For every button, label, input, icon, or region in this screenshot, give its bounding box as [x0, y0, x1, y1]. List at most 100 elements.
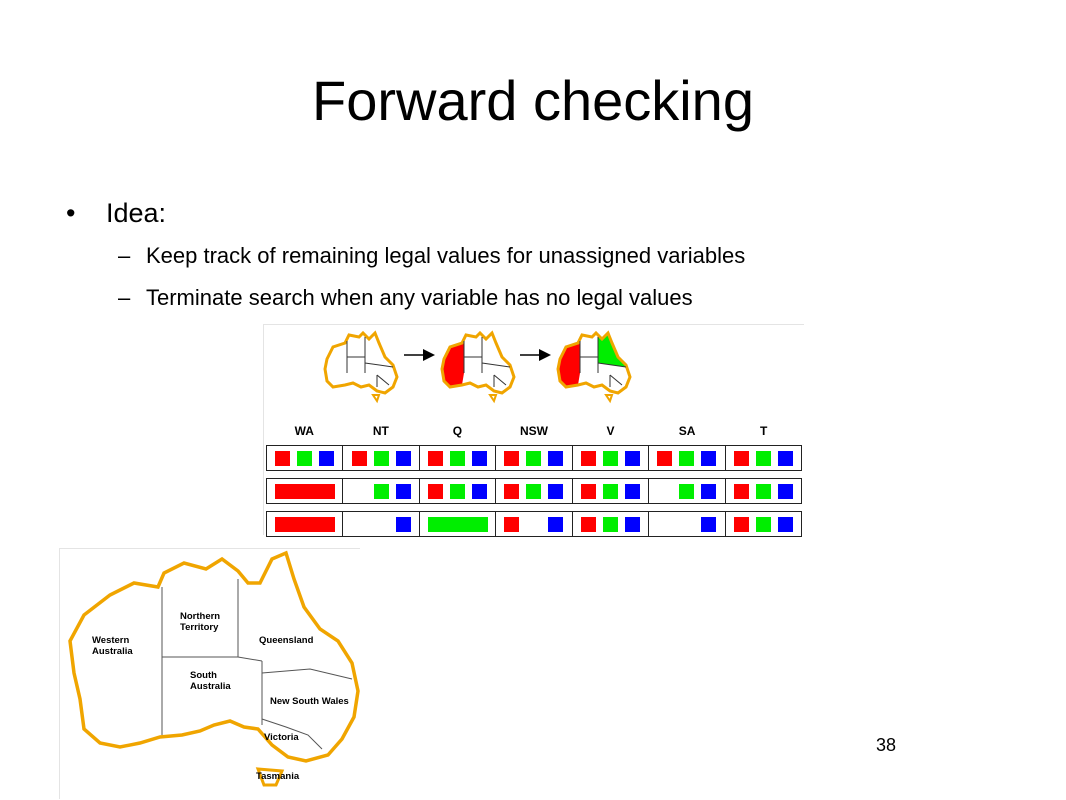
- variable-label-nsw: NSW: [519, 424, 548, 438]
- domain-row: [266, 511, 802, 537]
- value-square: [428, 483, 444, 499]
- value-square: [428, 450, 444, 466]
- value-square: [701, 450, 717, 466]
- bullet-idea: • Idea:: [66, 193, 166, 233]
- label-tasmania: Tasmania: [256, 771, 300, 782]
- domain-cell-q: [420, 512, 497, 536]
- value-square: [755, 483, 771, 499]
- variable-label-v: V: [606, 424, 615, 438]
- label-queensland: Queensland: [259, 635, 314, 646]
- domain-cell-nt: [343, 446, 420, 470]
- value-square: [733, 450, 749, 466]
- domain-cell-nt: [343, 512, 420, 536]
- domain-row: [266, 445, 802, 471]
- domain-cell-nt: [343, 479, 420, 503]
- domain-cell-q: [420, 479, 497, 503]
- value-square: [548, 483, 564, 499]
- value-square: [580, 516, 596, 532]
- value-square: [395, 516, 411, 532]
- domain-cell-sa: [649, 446, 726, 470]
- value-square: [602, 483, 618, 499]
- value-square: [373, 450, 389, 466]
- value-square: [472, 450, 488, 466]
- sub-bullet-1: – Keep track of remaining legal values f…: [118, 241, 745, 271]
- assigned-value: [274, 483, 335, 499]
- sub-bullet-2: – Terminate search when any variable has…: [118, 283, 693, 313]
- domain-cell-t: [726, 479, 801, 503]
- domain-cell-nsw: [496, 512, 573, 536]
- value-square: [526, 483, 542, 499]
- domain-cell-v: [573, 479, 650, 503]
- value-square: [504, 516, 520, 532]
- value-square: [351, 450, 367, 466]
- domain-cell-wa: [267, 512, 344, 536]
- value-square: [701, 516, 717, 532]
- value-square: [580, 483, 596, 499]
- domain-cell-sa: [649, 479, 726, 503]
- australia-map-shape: [68, 550, 360, 787]
- value-square: [701, 483, 717, 499]
- value-square: [755, 450, 771, 466]
- domain-cell-wa: [267, 479, 344, 503]
- domain-cell-nsw: [496, 479, 573, 503]
- value-square: [504, 450, 520, 466]
- bullet-marker: •: [66, 198, 76, 228]
- value-square: [504, 483, 520, 499]
- sub-bullet-text: Keep track of remaining legal values for…: [146, 243, 746, 268]
- slide-title: Forward checking: [312, 69, 754, 132]
- sub-bullet-marker: –: [118, 285, 131, 310]
- value-square: [755, 516, 771, 532]
- value-square: [450, 450, 466, 466]
- value-square: [580, 450, 596, 466]
- variable-label-nt: NT: [372, 424, 389, 438]
- variable-label-sa: SA: [678, 424, 696, 438]
- value-square: [624, 516, 640, 532]
- domain-cell-wa: [267, 446, 344, 470]
- map-step-2: [440, 331, 516, 403]
- domain-cell-v: [573, 446, 650, 470]
- value-square: [777, 483, 793, 499]
- bullet-text: Idea:: [106, 198, 167, 228]
- sub-bullet-text: Terminate search when any variable has n…: [146, 285, 693, 310]
- value-square: [602, 450, 618, 466]
- value-square: [733, 516, 749, 532]
- value-square: [319, 450, 335, 466]
- sub-bullet-marker: –: [118, 243, 131, 268]
- value-square: [602, 516, 618, 532]
- variable-label-t: T: [760, 424, 768, 438]
- domain-cell-sa: [649, 512, 726, 536]
- value-square: [526, 450, 542, 466]
- value-square: [777, 450, 793, 466]
- label-victoria: Victoria: [264, 732, 299, 743]
- assigned-value: [427, 516, 488, 532]
- value-square: [657, 450, 673, 466]
- value-square: [624, 450, 640, 466]
- value-square: [679, 483, 695, 499]
- domain-cell-t: [726, 446, 801, 470]
- value-square: [373, 483, 389, 499]
- tasmania-outline: [255, 767, 285, 787]
- value-square: [777, 516, 793, 532]
- value-square: [297, 450, 313, 466]
- value-square: [733, 483, 749, 499]
- value-square: [450, 483, 466, 499]
- domain-cell-v: [573, 512, 650, 536]
- label-new-south-wales: New South Wales: [270, 696, 349, 707]
- value-square: [472, 483, 488, 499]
- page-number: 38: [876, 735, 897, 755]
- value-square: [624, 483, 640, 499]
- value-square: [679, 450, 695, 466]
- domain-grid: [264, 445, 804, 544]
- value-square: [548, 516, 564, 532]
- value-square: [395, 483, 411, 499]
- assigned-value: [274, 516, 335, 532]
- variable-label-wa: WA: [294, 424, 314, 438]
- map-step-1: [323, 331, 399, 403]
- domain-row: [266, 478, 802, 504]
